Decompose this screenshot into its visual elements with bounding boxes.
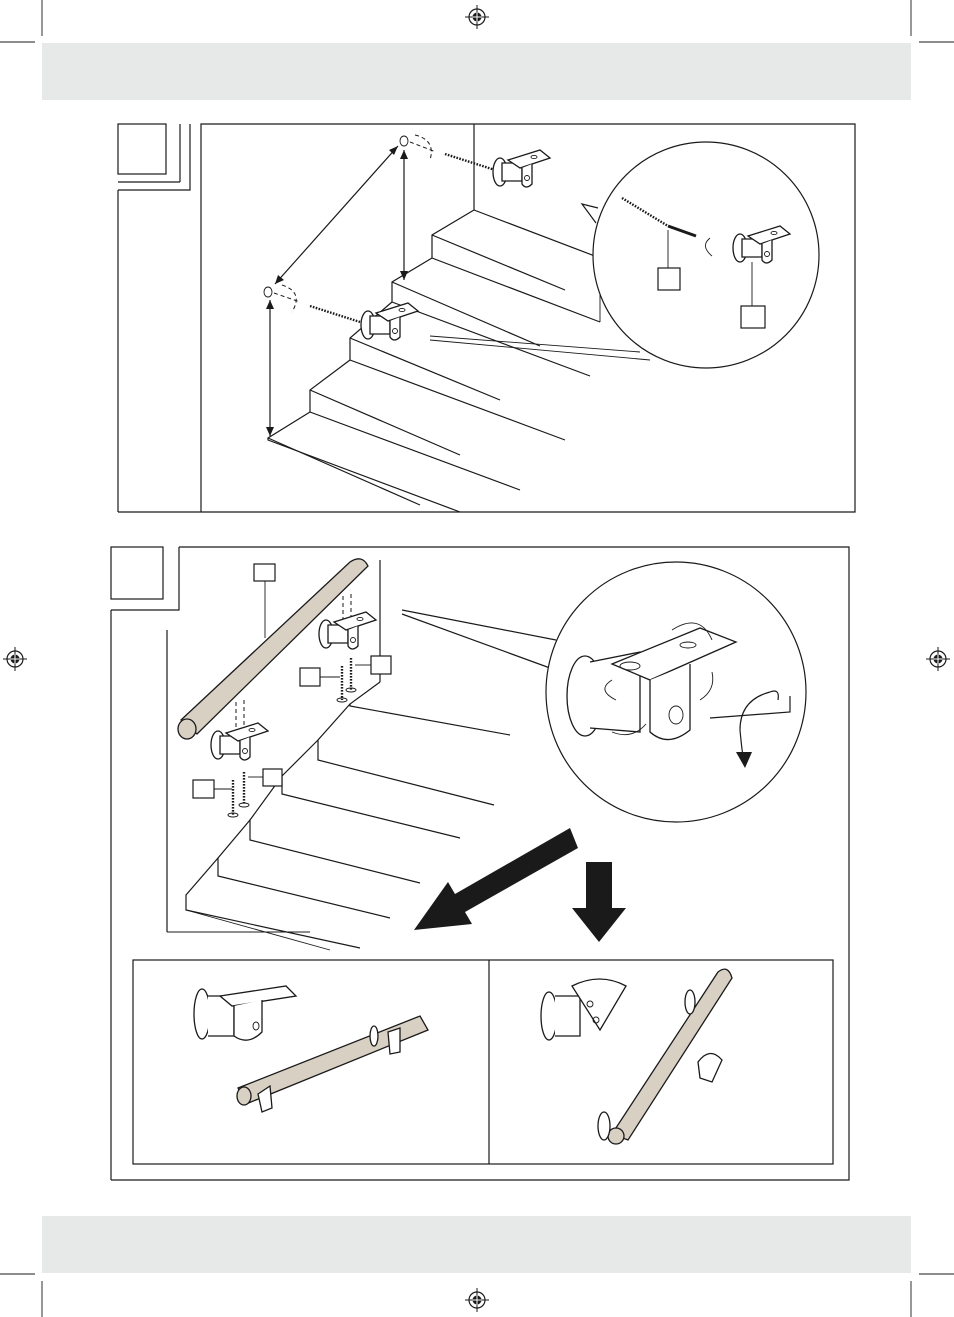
registration-mark-icon [3,647,27,671]
bracket-icon [319,612,376,649]
arrow-down-icon [572,862,626,942]
callout-box [263,769,282,786]
step-1-panel [118,124,855,512]
step-number-box [118,124,166,174]
step-number-box [111,547,163,599]
drill-hole-icon [400,136,408,146]
bracket-icon [361,303,418,340]
arrow-diagonal-icon [414,828,578,930]
result-panel [133,960,833,1164]
step-2-panel [111,547,849,1180]
registration-mark-icon [465,5,489,29]
bracket-icon [493,150,550,187]
drill-hole-icon [264,287,272,297]
callout-box [741,306,765,328]
registration-mark-icon [926,647,950,671]
bracket-icon [211,723,268,760]
handrail [178,559,368,739]
staircase [268,124,600,512]
wall-screw-icon [310,306,360,322]
detail-zoom-circle [430,142,819,368]
detail-zoom-circle [402,562,806,822]
callout-box [371,656,391,674]
callout-box [193,780,214,798]
callout-box [254,564,275,581]
registration-mark-icon [465,1288,489,1312]
callout-box [658,268,680,290]
wall-screw-icon [445,154,495,170]
callout-box [300,668,320,686]
measurement-arrows [266,146,408,436]
